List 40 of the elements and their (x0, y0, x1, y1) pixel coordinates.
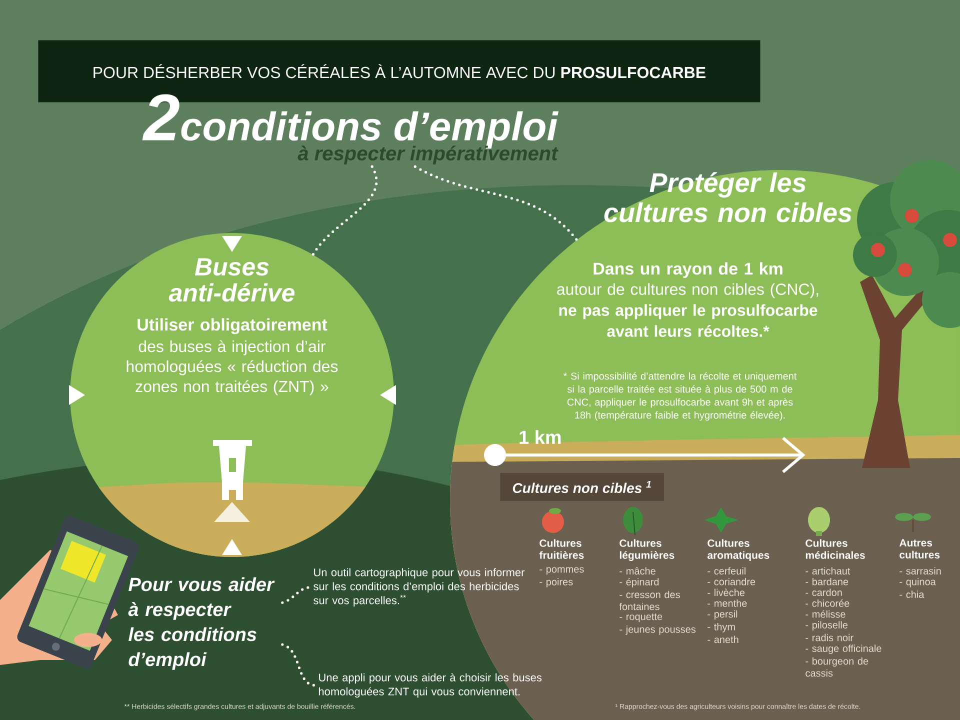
list-item: - cerfeuil (708, 567, 746, 575)
tool-description: Une appli pour vous aider à choisir les buses homologuées ZNT qui vous conviennent. (318, 673, 542, 698)
column-heading: Cultures légumières (620, 539, 674, 562)
list-item: - mélisse (806, 610, 846, 618)
list-item: - cresson des fontaines (619, 590, 680, 610)
list-item: - thym (708, 623, 735, 632)
column-heading: Cultures aromatiques (708, 539, 770, 561)
list-item: - jeunes pousses (620, 626, 696, 635)
list-item: - quinoa (900, 578, 936, 588)
list-item: - pommes (540, 567, 584, 575)
list-item: - piloselle (806, 621, 848, 630)
list-item: - livèche (708, 588, 745, 596)
list-item: - sauge officinale (806, 644, 882, 654)
list-item: - chia (900, 590, 924, 598)
list-item: - poires (540, 578, 573, 588)
list-item: - chicorée (806, 599, 850, 607)
list-item: - cardon (806, 588, 842, 596)
section-tag: Cultures non cibles $^{1}$ (500, 473, 664, 501)
list-item: - bardane (806, 578, 848, 586)
list-item: - artichaut (806, 567, 850, 575)
list-item: - mâche (620, 567, 656, 575)
list-item: - sarrasin (900, 567, 941, 575)
dotted-connector (414, 165, 578, 242)
tool-description: Un outil cartographique pour vous informer sur les conditions d’emploi des herbicides sur vos parcelles.$^{**}$ (314, 568, 525, 606)
help-heading: Pour vous aider à respecter les conditions d’emploi (128, 577, 275, 670)
dotted-connector (312, 165, 378, 256)
list-item: - épinard (620, 578, 659, 588)
column-heading: Cultures fruitières (539, 539, 584, 559)
column-heading: Autres cultures (899, 539, 940, 559)
list-item: - coriandre (708, 578, 756, 586)
list-item: - menthe (708, 600, 747, 607)
list-item: - radis noir (806, 634, 854, 642)
distance-label: 1 km (520, 430, 561, 444)
list-item: - aneth (708, 636, 738, 644)
dotted-connector (281, 643, 318, 687)
list-item: - roquette (620, 614, 662, 622)
circle-panel: Buses anti-dérive Utiliser obligatoirement des buses à injection d’air homologuées « réduction des zones non traitées (ZNT) » (70, 233, 394, 557)
list-item: - bourgeon de cassis (806, 657, 868, 677)
column-heading: Cultures médicinales (806, 539, 865, 559)
list-item: - persil (708, 610, 738, 620)
